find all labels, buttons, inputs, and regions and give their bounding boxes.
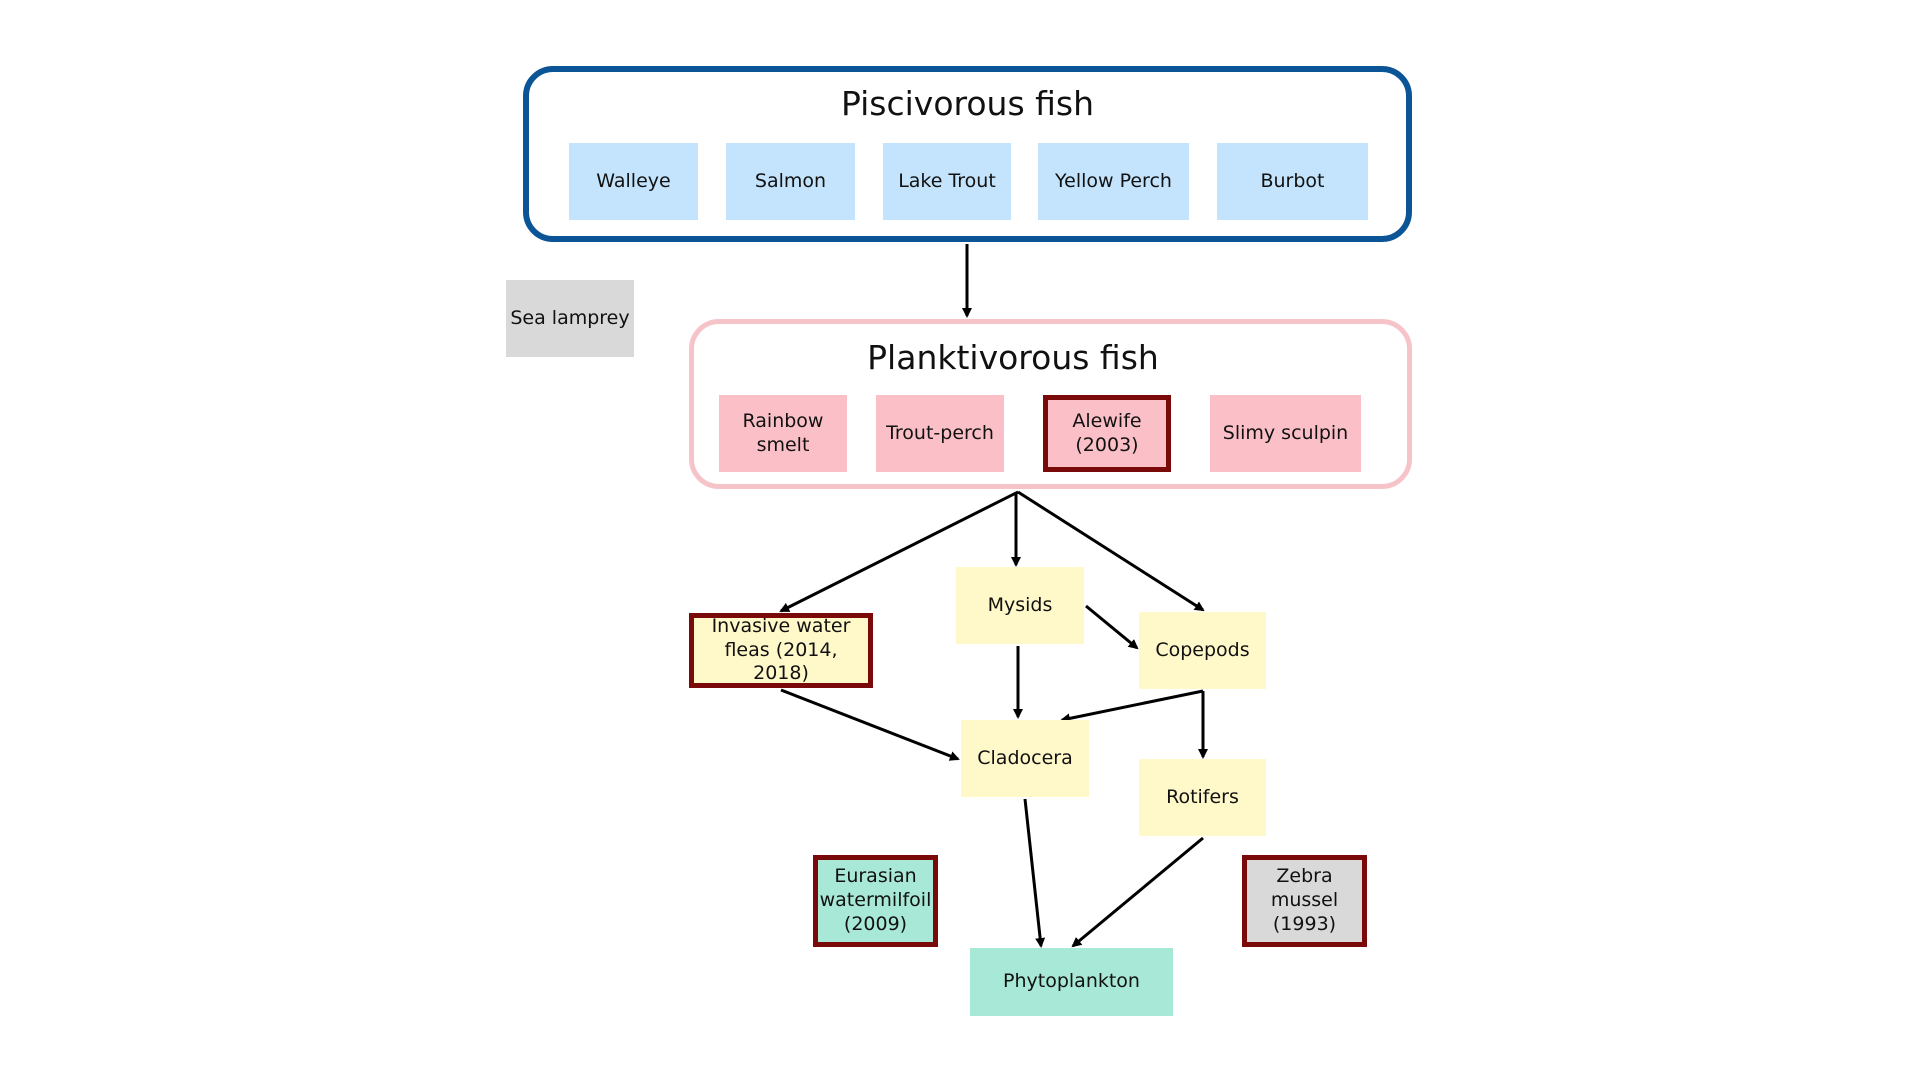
node-sea-lamprey[interactable]: Sea lamprey [506,280,634,357]
node-trout-perch[interactable]: Trout-perch [876,395,1004,472]
edge-rotifers-to-phytoplankton [1071,836,1204,948]
node-walleye[interactable]: Walleye [569,143,698,220]
node-cladocera[interactable]: Cladocera [961,720,1089,797]
edge-copepods-to-cladocera [1060,689,1204,724]
edge-planktivorous-to-copepods [1017,490,1205,612]
node-burbot[interactable]: Burbot [1217,143,1368,220]
planktivorous-fish-title: Planktivorous fish [867,338,1159,377]
node-copepods[interactable]: Copepods [1139,612,1266,689]
node-slimy-sculpin[interactable]: Slimy sculpin [1210,395,1361,472]
node-invasive-water-fleas[interactable]: Invasive water fleas (2014, 2018) [689,613,873,688]
node-alewife[interactable]: Alewife (2003) [1043,395,1171,472]
piscivorous-fish-title: Piscivorous fish [840,84,1095,123]
node-rainbow-smelt[interactable]: Rainbow smelt [719,395,847,472]
node-yellow-perch[interactable]: Yellow Perch [1038,143,1189,220]
node-mysids[interactable]: Mysids [956,567,1084,644]
edge-water-fleas-to-cladocera [780,688,960,761]
node-rotifers[interactable]: Rotifers [1139,759,1266,836]
edge-cladocera-to-phytoplankton [1023,798,1046,948]
node-eurasian-watermilfoil[interactable]: Eurasian watermilfoil (2009) [813,855,938,947]
node-salmon[interactable]: Salmon [726,143,855,220]
edge-planktivorous-to-water-fleas [779,490,1019,613]
node-zebra-mussel[interactable]: Zebra mussel (1993) [1242,855,1367,947]
node-phytoplankton[interactable]: Phytoplankton [970,948,1173,1016]
edge-mysids-to-copepods [1085,604,1139,650]
node-lake-trout[interactable]: Lake Trout [883,143,1011,220]
